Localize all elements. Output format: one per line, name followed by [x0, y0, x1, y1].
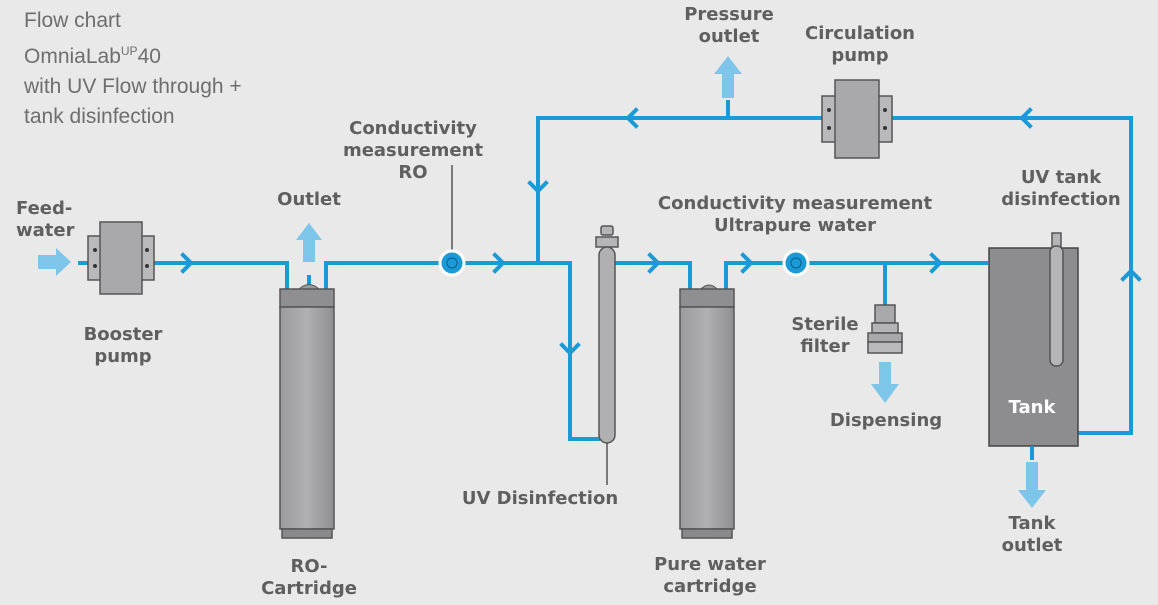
chevron-right-icon: [647, 252, 661, 274]
label-circulation-pump: Circulation pump: [790, 23, 930, 67]
label-line: Ultrapure water: [714, 215, 876, 236]
label-line: water: [16, 220, 75, 241]
circulation-pump: [821, 79, 893, 159]
label-line: Feed-: [16, 198, 73, 219]
diagram-title: Flow chart OmniaLabUP40 with UV Flow thr…: [24, 6, 242, 132]
label-conductivity-ro: Conductivity measurement RO: [332, 118, 494, 184]
title-line-4: tank disinfection: [24, 105, 175, 128]
chevron-down-icon: [527, 180, 549, 194]
label-line: Tank: [1008, 513, 1056, 534]
label-line: UV Disinfection: [461, 488, 619, 509]
label-line: Circulation: [804, 23, 915, 44]
title-line-1: Flow chart: [24, 9, 121, 32]
chevron-left-icon: [1019, 107, 1033, 129]
chevron-right-icon: [180, 252, 194, 274]
tank-outlet-arrow: [1018, 462, 1046, 508]
label-uv-disinfection: UV Disinfection: [450, 488, 630, 510]
title-model: 40: [137, 45, 161, 68]
label-line: UV tank: [1020, 167, 1102, 188]
title-superscript: UP: [120, 44, 138, 58]
label-line: Booster: [83, 324, 163, 345]
chevron-down-icon: [559, 342, 581, 356]
chevron-right-icon: [492, 252, 506, 274]
feed-water-arrow: [38, 248, 71, 276]
booster-pump: [87, 221, 155, 295]
label-line: Outlet: [277, 189, 341, 210]
chevron-right-icon: [929, 252, 943, 274]
label-uv-tank-disinfection: UV tank disinfection: [996, 167, 1126, 211]
chevron-left-icon: [625, 107, 639, 129]
label-line: cartridge: [663, 576, 757, 597]
label-line: Tank: [1008, 397, 1056, 418]
label-line: Dispensing: [829, 410, 943, 431]
title-product: OmniaLab: [24, 45, 121, 68]
label-line: filter: [800, 336, 850, 357]
label-dispensing: Dispensing: [816, 410, 956, 432]
label-line: Cartridge: [261, 578, 357, 599]
label-line: Conductivity: [349, 118, 477, 139]
label-line: Pure water: [654, 554, 766, 575]
up-pipe: [724, 261, 988, 290]
label-conductivity-ultrapure: Conductivity measurement Ultrapure water: [650, 193, 940, 237]
label-line: pump: [94, 346, 152, 367]
flow-chevrons: [180, 107, 1142, 356]
main-pipe: [324, 261, 600, 441]
ro-outlet-arrow: [296, 223, 322, 262]
ro-cartridge: [279, 284, 335, 539]
label-line: outlet: [1001, 535, 1063, 556]
tank: [988, 232, 1079, 460]
label-sterile-filter: Sterile filter: [788, 314, 862, 358]
label-line: outlet: [698, 26, 760, 47]
label-ro-cartridge: RO- Cartridge: [248, 556, 370, 600]
sterile-filter: [867, 304, 903, 354]
chevron-up-icon: [1120, 268, 1142, 282]
label-feed-water: Feed- water: [16, 198, 74, 242]
pipes: [78, 100, 1133, 441]
conductivity-sensors: [438, 165, 810, 277]
label-line: measurement: [342, 140, 484, 161]
label-line: pump: [831, 45, 889, 66]
pure-water-cartridge: [679, 284, 735, 539]
label-tank-outlet: Tank outlet: [982, 513, 1082, 557]
label-line: Sterile: [791, 314, 859, 335]
title-line-3: with UV Flow through +: [24, 75, 242, 98]
recirc-drop: [536, 116, 1133, 435]
chevron-right-icon: [740, 252, 754, 274]
label-line: Pressure: [684, 4, 774, 25]
uv-return-pipe: [612, 261, 692, 290]
label-line: RO-: [290, 556, 328, 577]
label-pure-water-cartridge: Pure water cartridge: [640, 554, 780, 598]
uv-lamp: [595, 225, 619, 456]
label-line: disinfection: [1001, 189, 1121, 210]
pressure-outlet-arrow: [714, 56, 742, 98]
label-line: Conductivity measurement: [657, 193, 933, 214]
dispensing-arrow: [871, 362, 899, 403]
outlet-arrows: [38, 56, 1046, 508]
label-pressure-outlet: Pressure outlet: [668, 4, 790, 48]
label-tank: Tank: [992, 397, 1072, 419]
label-booster-pump: Booster pump: [68, 324, 178, 368]
title-line-2: OmniaLabUP40: [24, 36, 242, 72]
label-line: RO: [398, 162, 428, 183]
label-outlet: Outlet: [268, 189, 350, 211]
